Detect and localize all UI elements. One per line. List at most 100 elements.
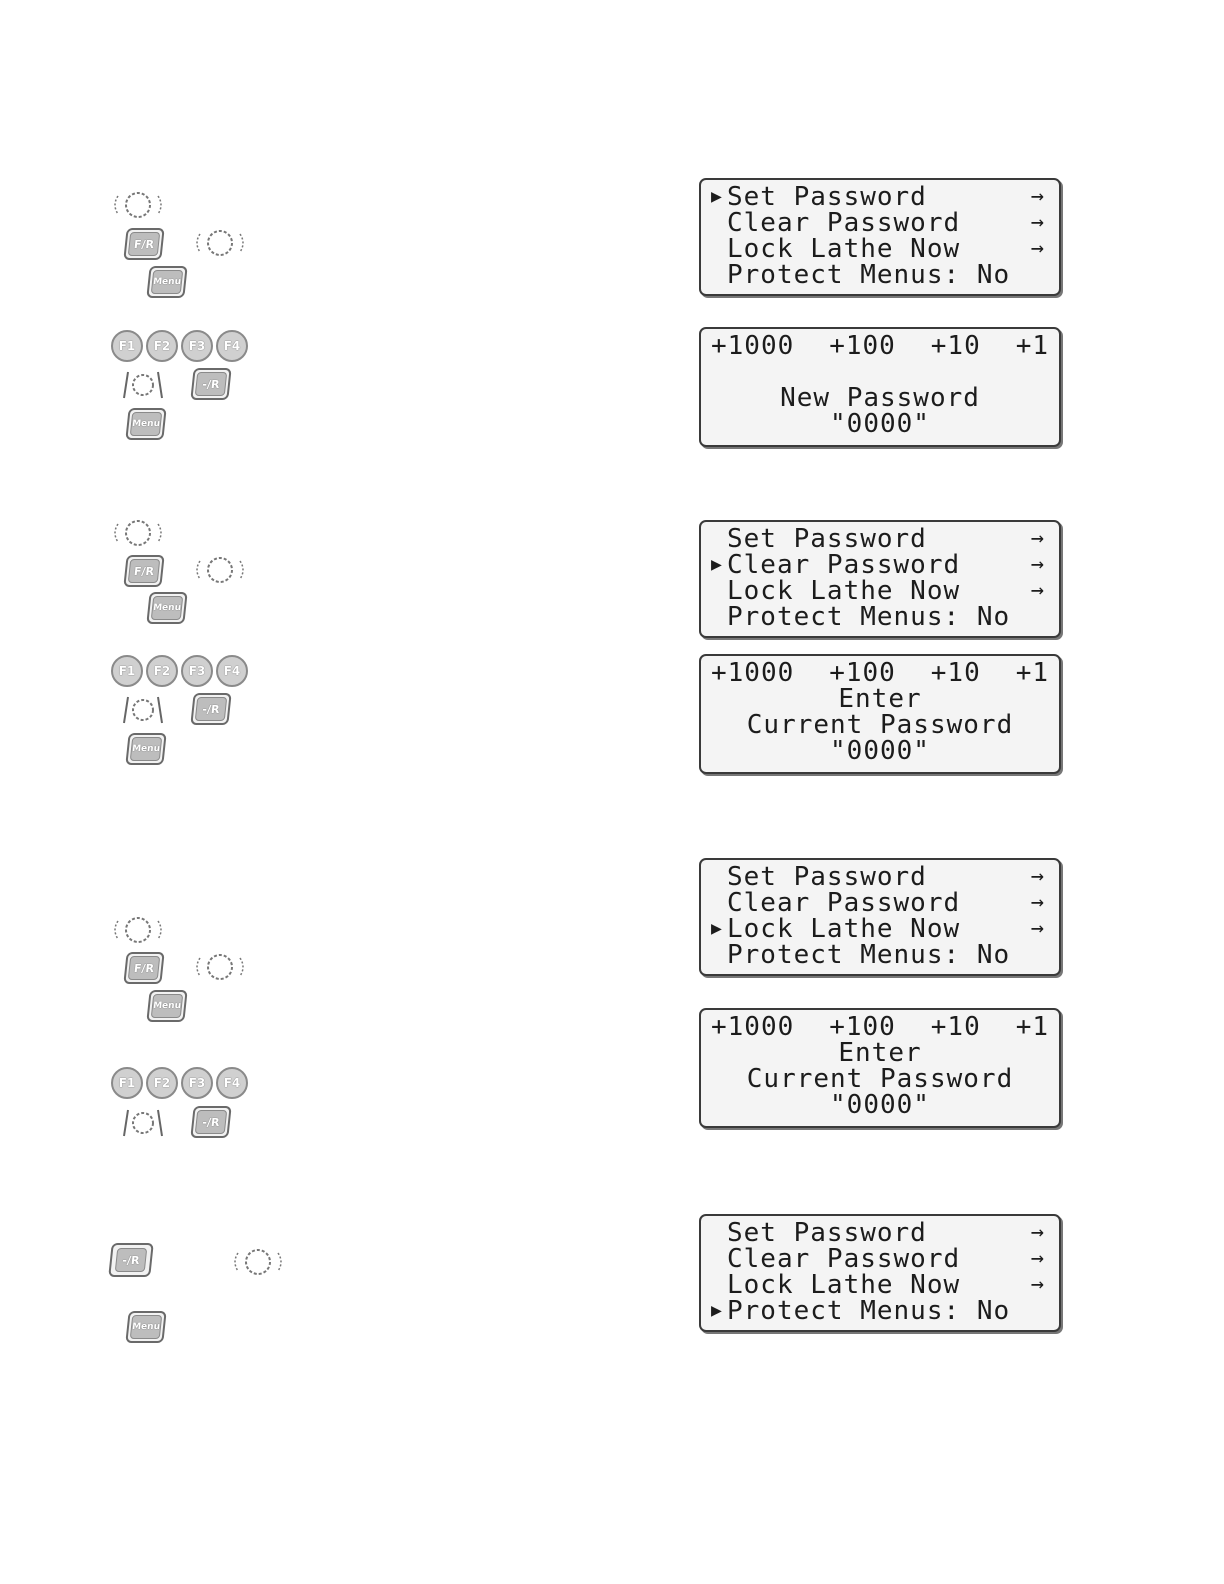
menu-item-lock-lathe[interactable]: ▶Lock Lathe Now→ [711, 914, 1045, 944]
right-arrow-icon: → [1030, 526, 1045, 551]
lcd-current-password: +1000 +100 +10 +1 Enter Current Password… [699, 654, 1061, 774]
increment-10: +10 [930, 331, 981, 361]
increment-1000: +1000 [711, 1012, 795, 1042]
increment-1: +1 [1015, 1012, 1049, 1042]
f1-key-icon[interactable]: F1 [111, 1067, 143, 1099]
dial-knob-icon[interactable] [190, 226, 246, 260]
dial-knob-icon[interactable] [190, 553, 246, 587]
menu-key-label: Menu [150, 994, 184, 1018]
menu-key-icon[interactable]: Menu [146, 592, 188, 624]
dial-knob-icon[interactable] [108, 516, 164, 550]
menu-item-clear-password[interactable]: ▶Clear Password→ [711, 550, 1045, 580]
menu-item-lock-lathe[interactable]: Lock Lathe Now→ [727, 234, 1045, 264]
menu-item-set-password[interactable]: Set Password→ [727, 862, 1045, 892]
f3-key-icon[interactable]: F3 [181, 655, 213, 687]
fr-key-icon[interactable]: F/R [123, 952, 165, 984]
fr-key-icon[interactable]: F/R [123, 228, 165, 260]
menu-item-protect-menus[interactable]: Protect Menus: No [727, 940, 1011, 970]
right-arrow-icon: → [1030, 578, 1045, 603]
jog-key-icon[interactable]: -/R [190, 693, 232, 725]
menu-item-set-password[interactable]: Set Password→ [727, 524, 1045, 554]
enter-label: Enter [838, 1038, 922, 1068]
menu-item-clear-password[interactable]: Clear Password→ [727, 1244, 1045, 1274]
on-key-icon[interactable] [122, 693, 164, 727]
password-value: "0000" [830, 1090, 930, 1120]
menu-item-clear-password[interactable]: Clear Password→ [727, 208, 1045, 238]
menu-item-lock-lathe[interactable]: Lock Lathe Now→ [727, 1270, 1045, 1300]
jog-key-label: -/R [194, 697, 228, 721]
menu-item-protect-menus[interactable]: Protect Menus: No [727, 260, 1011, 290]
right-arrow-icon: → [1030, 552, 1045, 577]
increment-100: +100 [829, 331, 896, 361]
menu-key-label: Menu [129, 1315, 163, 1339]
dial-knob-icon[interactable] [190, 950, 246, 984]
lcd-current-password: +1000 +100 +10 +1 Enter Current Password… [699, 1008, 1061, 1128]
dial-knob-icon[interactable] [108, 188, 164, 222]
increment-1000: +1000 [711, 331, 795, 361]
menu-item-protect-menus[interactable]: Protect Menus: No [727, 602, 1011, 632]
increment-row: +1000 +100 +10 +1 [711, 660, 1049, 686]
jog-key-icon[interactable]: -/R [190, 1106, 232, 1138]
cursor-icon: ▶ [711, 918, 723, 939]
cursor-icon: ▶ [711, 1300, 723, 1321]
increment-1000: +1000 [711, 658, 795, 688]
f2-key-icon[interactable]: F2 [146, 330, 178, 362]
jog-key-label: -/R [194, 372, 228, 396]
current-password-label: Current Password [746, 710, 1014, 740]
increment-1: +1 [1015, 658, 1049, 688]
increment-1: +1 [1015, 331, 1049, 361]
jog-key-label: -/R [194, 1110, 228, 1134]
cursor-icon: ▶ [711, 186, 723, 207]
lcd-security-menu: ▶Set Password→ Clear Password→ Lock Lath… [699, 178, 1061, 296]
dial-knob-icon[interactable] [228, 1245, 284, 1279]
menu-item-protect-menus[interactable]: ▶Protect Menus: No [711, 1296, 1011, 1326]
increment-10: +10 [930, 1012, 981, 1042]
menu-item-set-password[interactable]: ▶Set Password→ [711, 182, 1045, 212]
right-arrow-icon: → [1030, 916, 1045, 941]
new-password-label: New Password [780, 383, 980, 413]
f4-key-icon[interactable]: F4 [216, 655, 248, 687]
increment-100: +100 [829, 658, 896, 688]
increment-row: +1000 +100 +10 +1 [711, 1014, 1049, 1040]
f3-key-icon[interactable]: F3 [181, 1067, 213, 1099]
f1-key-icon[interactable]: F1 [111, 655, 143, 687]
fr-key-icon[interactable]: F/R [123, 555, 165, 587]
cursor-icon: ▶ [711, 554, 723, 575]
menu-key-label: Menu [129, 737, 163, 761]
f4-key-icon[interactable]: F4 [216, 330, 248, 362]
f3-key-icon[interactable]: F3 [181, 330, 213, 362]
jog-key-icon[interactable]: -/R [190, 368, 232, 400]
right-arrow-icon: → [1030, 864, 1045, 889]
lcd-security-menu: Set Password→ Clear Password→ ▶Lock Lath… [699, 858, 1061, 976]
increment-row: +1000 +100 +10 +1 [711, 333, 1049, 359]
menu-item-clear-password[interactable]: Clear Password→ [727, 888, 1045, 918]
menu-item-set-password[interactable]: Set Password→ [727, 1218, 1045, 1248]
lcd-new-password: +1000 +100 +10 +1 New Password "0000" [699, 327, 1061, 447]
on-key-icon[interactable] [122, 368, 164, 402]
password-value: "0000" [830, 736, 930, 766]
menu-key-icon[interactable]: Menu [146, 266, 188, 298]
f2-key-icon[interactable]: F2 [146, 655, 178, 687]
right-arrow-icon: → [1030, 184, 1045, 209]
fr-key-label: F/R [127, 232, 161, 256]
menu-key-icon[interactable]: Menu [125, 1311, 167, 1343]
increment-10: +10 [930, 658, 981, 688]
f4-key-icon[interactable]: F4 [216, 1067, 248, 1099]
menu-item-lock-lathe[interactable]: Lock Lathe Now→ [727, 576, 1045, 606]
menu-key-icon[interactable]: Menu [146, 990, 188, 1022]
on-key-icon[interactable] [122, 1106, 164, 1140]
f2-key-icon[interactable]: F2 [146, 1067, 178, 1099]
menu-key-label: Menu [150, 596, 184, 620]
menu-key-label: Menu [150, 270, 184, 294]
menu-key-icon[interactable]: Menu [125, 733, 167, 765]
lcd-security-menu: Set Password→ Clear Password→ Lock Lathe… [699, 1214, 1061, 1332]
menu-key-icon[interactable]: Menu [125, 408, 167, 440]
fr-key-label: F/R [127, 956, 161, 980]
menu-key-label: Menu [129, 412, 163, 436]
jog-key-icon[interactable]: -/R [108, 1243, 154, 1277]
lcd-security-menu: Set Password→ ▶Clear Password→ Lock Lath… [699, 520, 1061, 638]
enter-label: Enter [838, 684, 922, 714]
right-arrow-icon: → [1030, 236, 1045, 261]
dial-knob-icon[interactable] [108, 913, 164, 947]
f1-key-icon[interactable]: F1 [111, 330, 143, 362]
